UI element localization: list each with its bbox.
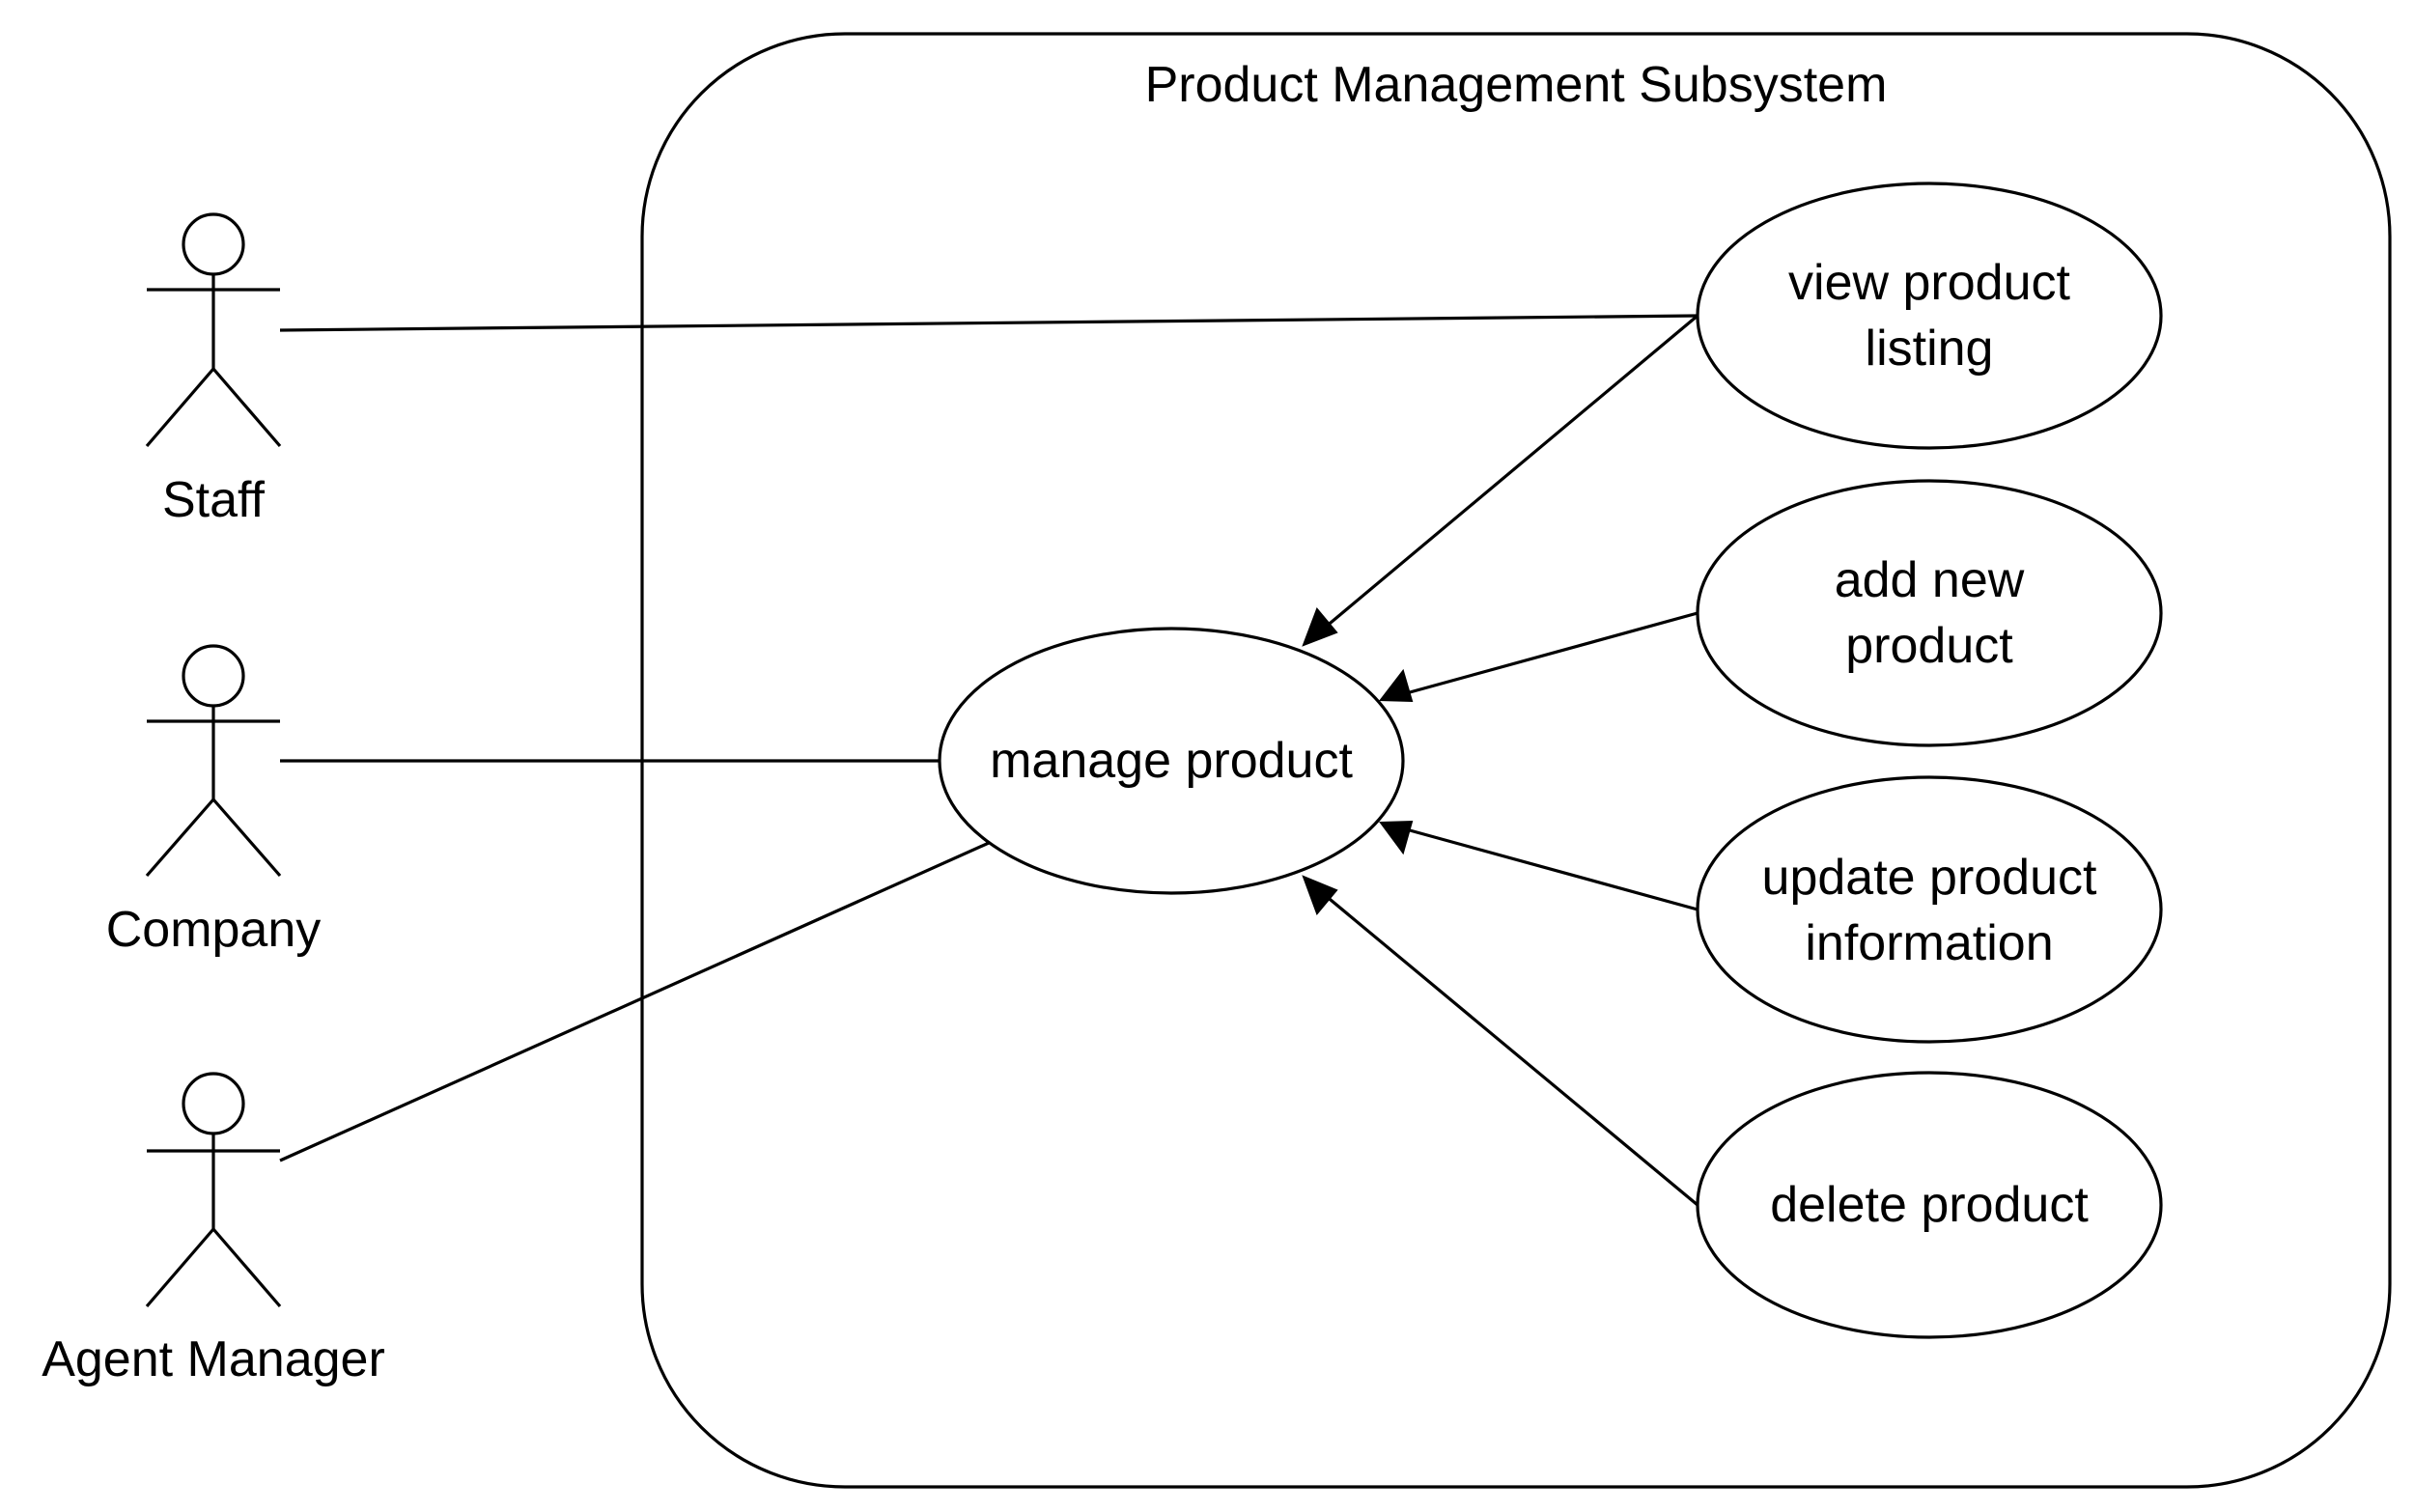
actor-staff-left-leg [145,367,215,448]
use-case-update-product-information-label-2: information [1805,915,2053,971]
arrowhead-delete-product [1302,875,1338,915]
use-case-view-product-listing-label-2: listing [1866,321,1994,377]
use-case-delete-product-label: delete product [1770,1177,2089,1233]
use-case-add-new-product: add new product [1696,479,2163,747]
use-case-view-product-listing-label-1: view product [1788,255,2070,311]
generalization-delete-product-line [1323,893,1699,1207]
arrowhead-update-product [1379,820,1414,855]
use-case-add-new-product-label-1: add new [1835,552,2025,608]
arrowhead-view-listing [1302,607,1338,647]
actor-agent-manager-head [182,1072,245,1135]
actor-company-label: Company [106,902,322,958]
use-case-view-product-listing: view product listing [1696,182,2163,450]
actor-agent-manager-left-leg [145,1227,215,1308]
actor-company-right-leg [211,798,282,878]
use-case-delete-product: delete product [1696,1071,2163,1339]
generalization-add-product-line [1409,611,1698,694]
use-case-update-product-information: update product information [1696,775,2163,1044]
use-case-manage-product: manage product [938,627,1405,895]
system-title: Product Management Subsystem [1145,57,1888,113]
actor-staff-head [182,212,245,276]
actor-company-head [182,644,245,708]
use-case-manage-product-label: manage product [990,733,1353,789]
actor-company: Company [106,644,322,958]
actor-company-left-leg [145,798,215,878]
actor-staff-right-leg [211,367,282,448]
generalization-update-product-line [1409,828,1698,911]
use-case-update-product-information-label-1: update product [1762,850,2097,906]
actor-agent-manager-right-leg [211,1227,282,1308]
actor-staff-label: Staff [162,472,266,528]
actor-agent-manager: Agent Manager [42,1072,385,1387]
association-staff-view-listing [279,314,1698,332]
arrowhead-add-product [1379,668,1414,703]
association-agent-manager-manage-product [279,841,990,1162]
actor-agent-manager-label: Agent Manager [42,1331,385,1387]
actor-staff: Staff [145,212,282,528]
generalization-view-listing-line [1323,314,1699,630]
use-case-add-new-product-label-2: product [1845,618,2013,674]
